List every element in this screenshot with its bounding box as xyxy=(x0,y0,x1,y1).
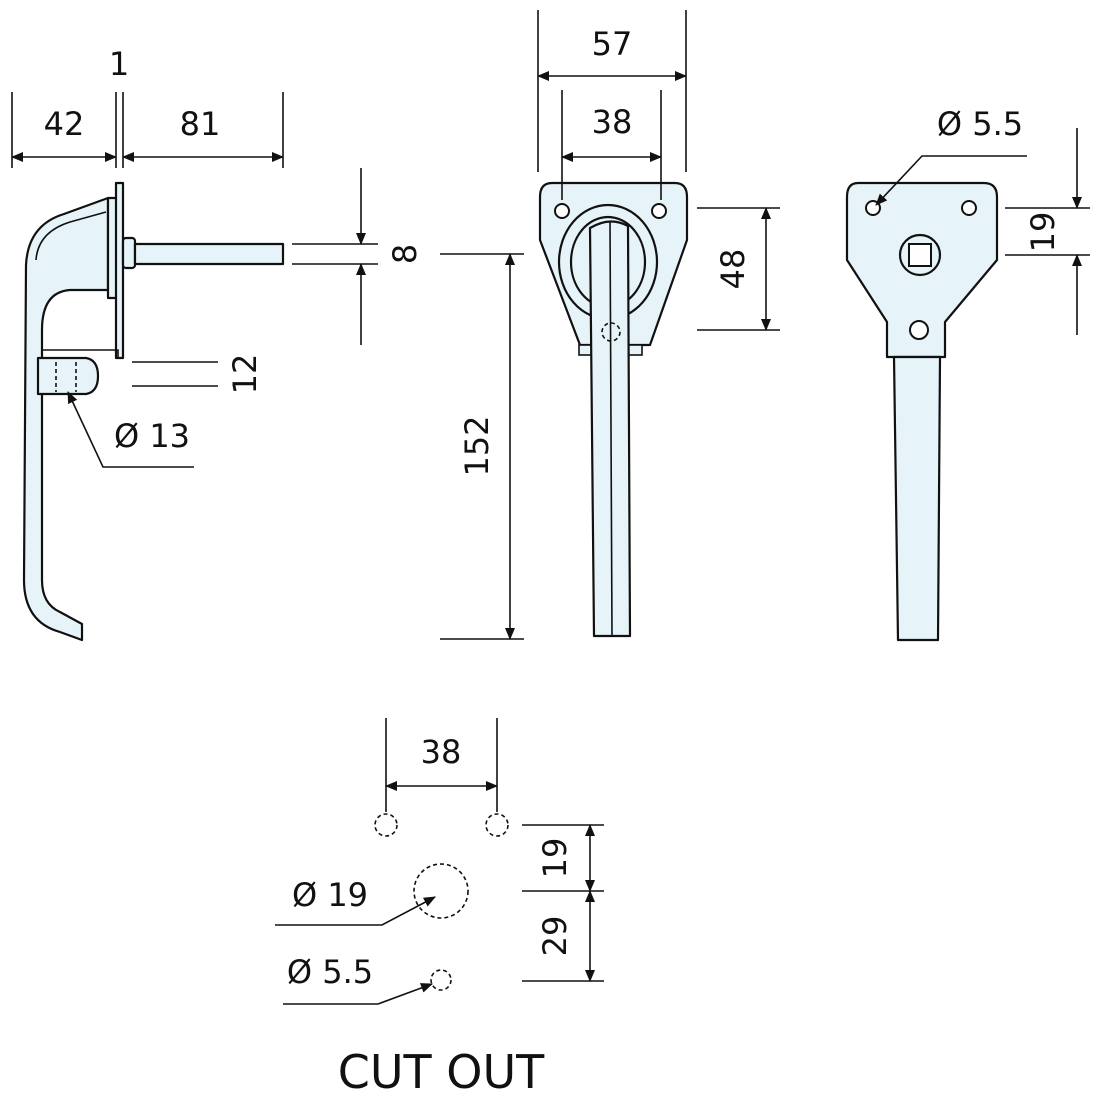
cutout-dim-label-19: 19 xyxy=(536,838,574,879)
cutout-dim-label-38: 38 xyxy=(421,733,462,771)
dim-label-42: 42 xyxy=(44,105,85,143)
dim-label-81: 81 xyxy=(180,105,221,143)
leader-cutout-dia-19 xyxy=(275,896,436,926)
dim-label-1: 1 xyxy=(109,45,129,83)
side-flange-plate xyxy=(114,181,125,360)
cutout-caption: CUT OUT xyxy=(338,1045,545,1099)
side-lower-plate-edge xyxy=(42,349,119,358)
dim-label-38: 38 xyxy=(592,103,633,141)
dim-label-8: 8 xyxy=(386,244,424,264)
back-square-hole xyxy=(908,243,932,267)
front-handle-ridge xyxy=(609,221,613,637)
leader-dia-5-5 xyxy=(875,155,1027,206)
cutout-view: 38 19 29 Ø 19 Ø 5.5 CUT OUT xyxy=(275,718,604,1099)
leader-cutout-dia-5-5 xyxy=(283,983,433,1005)
dim-label-12: 12 xyxy=(226,354,264,395)
front-mount-hole xyxy=(651,203,667,219)
front-view: 57 38 48 152 xyxy=(440,10,780,640)
side-view: 42 81 1 8 12 Ø 13 xyxy=(11,45,424,642)
cutout-mount-hole xyxy=(485,813,509,837)
cutout-dia-label-5-5: Ø 5.5 xyxy=(287,953,373,991)
side-boss xyxy=(121,236,137,270)
dim-label-48: 48 xyxy=(714,249,752,290)
dim-label-19: 19 xyxy=(1024,212,1062,253)
back-mount-hole xyxy=(909,320,929,340)
front-hidden-pin xyxy=(601,322,621,342)
side-lug-hidden xyxy=(55,362,77,392)
cutout-lower-hole xyxy=(430,969,452,991)
cutout-mount-hole xyxy=(374,813,398,837)
dim-label-57: 57 xyxy=(592,25,633,63)
cutout-dim-label-29: 29 xyxy=(536,916,574,957)
dia-label-5-5: Ø 5.5 xyxy=(937,105,1023,143)
cutout-spindle-hole xyxy=(413,863,469,919)
leader-dia-13 xyxy=(67,391,194,468)
cutout-dia-label-19: Ø 19 xyxy=(292,876,368,914)
front-mount-hole xyxy=(554,203,570,219)
side-handle-inner-line xyxy=(35,211,107,261)
dim-label-152: 152 xyxy=(458,415,496,476)
back-stem xyxy=(892,355,942,642)
dia-label-13: Ø 13 xyxy=(114,417,190,455)
side-lug xyxy=(36,356,100,396)
back-view: Ø 5.5 19 xyxy=(845,105,1090,642)
side-spindle xyxy=(133,242,285,266)
front-handle xyxy=(588,220,632,638)
back-mount-hole xyxy=(961,200,977,216)
side-handle-body xyxy=(22,196,110,642)
